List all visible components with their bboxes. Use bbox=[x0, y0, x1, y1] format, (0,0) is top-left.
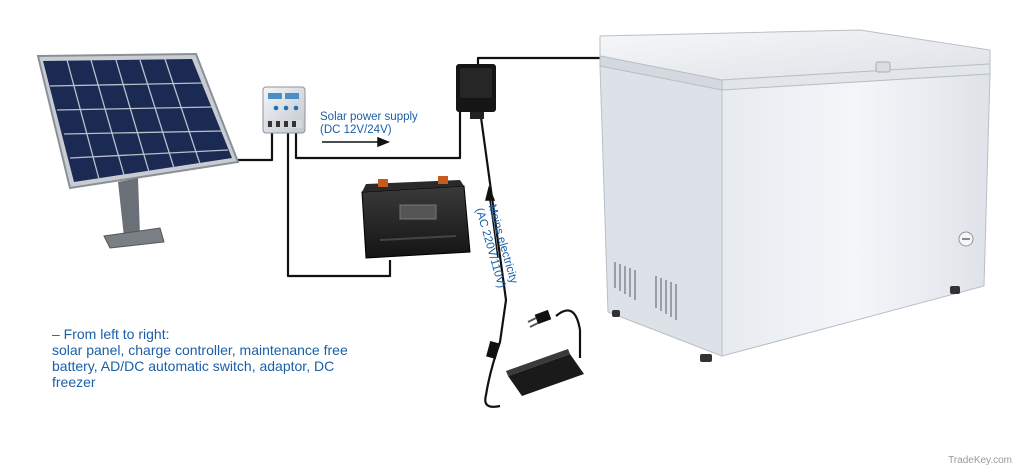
caption-line1: – From left to right: bbox=[52, 326, 170, 342]
dc-freezer bbox=[599, 29, 991, 362]
switch-to-freezer-wire bbox=[476, 56, 600, 64]
battery bbox=[361, 176, 471, 259]
component-caption: – From left to right: solar panel, charg… bbox=[52, 326, 472, 390]
panel-to-controller-wire bbox=[232, 132, 274, 162]
adaptor bbox=[486, 309, 584, 396]
solar-supply-line2: (DC 12V/24V) bbox=[320, 124, 392, 136]
watermark: TradeKey.com bbox=[948, 455, 1012, 466]
solar-panel bbox=[36, 52, 240, 249]
caption-line4: freezer bbox=[52, 374, 96, 390]
caption-line3: battery, AD/DC automatic switch, adaptor… bbox=[52, 358, 335, 374]
mains-arrow bbox=[485, 185, 499, 259]
charge-controller bbox=[262, 86, 306, 134]
ac-dc-switch bbox=[456, 64, 496, 119]
caption-line2: solar panel, charge controller, maintena… bbox=[52, 342, 348, 358]
solar-supply-line1: Solar power supply bbox=[320, 111, 418, 123]
solar-arrow bbox=[322, 136, 391, 148]
controller-to-battery-wire bbox=[286, 132, 392, 278]
adaptor-plug-cable bbox=[555, 309, 582, 358]
controller-to-switch-wire bbox=[294, 100, 462, 160]
solar-power-supply-label: Solar power supply (DC 12V/24V) bbox=[320, 111, 418, 137]
